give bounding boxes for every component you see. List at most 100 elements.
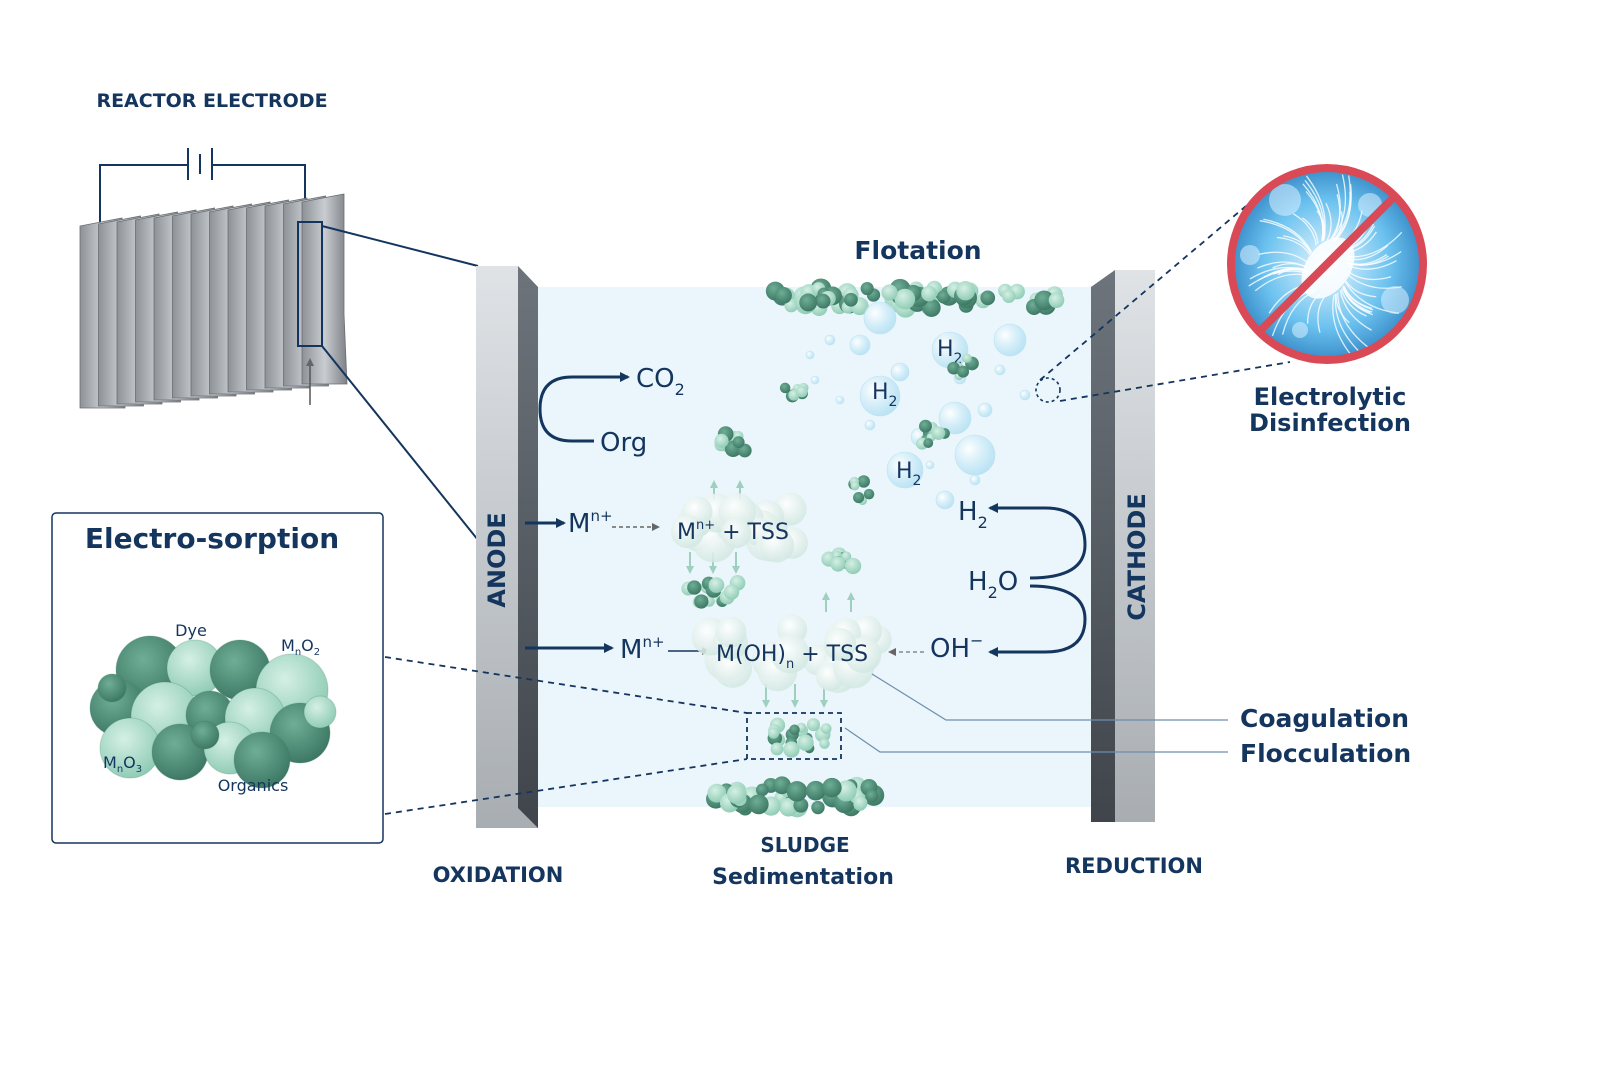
cloud-puff [715,616,747,648]
sludge-label: SLUDGE [760,833,849,857]
bacteria-prohibited-icon [1227,164,1427,364]
hydroxide-label: OH− [930,631,983,664]
disinfection-zoom-line-bottom [1059,361,1291,402]
floc-particle [947,361,960,375]
floc-particle [687,580,702,595]
co2-label: CO2 [636,364,685,399]
adsorbent-particle [190,720,220,750]
flagellum [1317,295,1326,333]
flagellum [1330,174,1347,241]
flagellum [1306,293,1321,324]
bubble [863,301,897,335]
background-cell [1381,286,1409,314]
bubble [864,419,876,431]
floc-particle [1002,289,1016,303]
flagellum [1346,231,1403,258]
flocculated-floc [767,717,832,758]
flagellum [1335,293,1350,324]
adsorbent-particle [97,673,127,703]
selected-plate-highlight [297,221,323,347]
floc-particle [726,784,747,805]
flagellum [1337,292,1369,349]
flotation-floc [765,278,1065,318]
cloud-puff [670,514,704,549]
bubble [977,402,993,418]
bubble [890,362,910,382]
floc-particle [773,776,791,795]
floc-particle [820,723,832,734]
bubble [805,350,815,360]
floc-particle [732,436,745,449]
sludge-layer [681,575,885,818]
floc-particle [863,488,875,500]
floc-particle [844,292,858,307]
flagellum [1334,293,1362,354]
flagellum [1343,225,1376,252]
floc-particle [714,433,729,448]
bubble [994,364,1006,376]
h2-cathode-label: H2 [958,497,988,532]
disinfection-zoom-line-top [1039,205,1247,381]
flagellum [1248,270,1309,287]
floc-particle [921,285,937,302]
coagulation-label: Coagulation [1240,704,1409,733]
flagellum [1344,231,1377,254]
bubble [824,334,836,346]
bubble [859,375,901,417]
floc-particle [853,492,865,504]
flagellum [1254,273,1309,292]
floc-particle [775,286,792,304]
floc-particle [768,727,780,739]
flagellum [1249,266,1309,280]
floc-particle [815,293,831,309]
floc-particle [779,382,791,394]
floc-particle [748,794,769,815]
h2-bubble-label-1: H2 [937,337,962,367]
floc-particle [770,742,784,756]
floc-particle [860,281,874,296]
mn-plus-label-2: Mn+ [620,633,665,665]
anode-label: ANODE [483,512,511,607]
oxidation-curve-arrow [538,372,630,443]
dye-label: Dye [175,621,207,640]
floc-particle [857,475,870,488]
disinfection-label: Disinfection [1249,409,1411,437]
floc-particle [822,777,842,798]
mn-tss-label: Mn+ + TSS [677,518,789,545]
bubble [993,323,1027,357]
floating-floc [714,426,752,458]
background-cell [1292,322,1308,338]
org-label: Org [600,428,647,458]
floc-particle [919,419,932,433]
anode-electrode [476,266,538,828]
floating-floc [821,547,862,575]
h2-bubble-label-2: H2 [872,380,897,410]
adsorbent-cluster [89,635,337,789]
bubble [835,395,845,405]
flagellum [1346,244,1389,261]
background-cell [1269,184,1301,216]
flagellum [1304,179,1325,242]
floc-particle [841,551,852,562]
floc-particle [805,780,826,801]
floc-particle [708,577,725,593]
oxidation-label: OXIDATION [433,863,564,887]
flagellum [1259,220,1312,254]
reduction-label: REDUCTION [1065,854,1203,878]
flocculation-label: Flocculation [1240,739,1411,768]
flagellum [1347,270,1392,281]
hydroxide-arrow [988,584,1087,657]
electrode-plate [301,193,348,385]
cathode-electrode [1091,270,1155,822]
floc-particle [797,734,814,751]
floc-particle [1034,290,1054,311]
floc-particle [694,594,709,609]
cathode-label: CATHODE [1123,493,1151,621]
sedimentation-label: Sedimentation [712,865,894,890]
adsorbent-particle [303,695,337,729]
disinfection-zoom-circle [1035,377,1061,403]
bubble [938,401,972,435]
floc-particle [881,284,898,301]
cloud-puff [823,627,857,661]
bubble [969,474,981,486]
